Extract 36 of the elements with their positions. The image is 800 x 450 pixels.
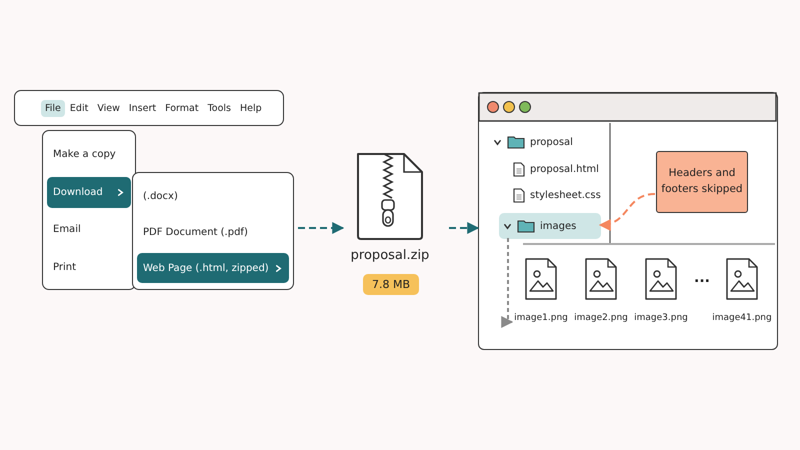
menu-item: Insert (128, 102, 158, 116)
file-name: images (540, 220, 576, 232)
file-name: image1.png (513, 313, 569, 323)
file-name: image3.png (633, 313, 689, 323)
menu-item: Download (47, 176, 131, 208)
file-name: image41.png (711, 313, 773, 323)
menu-item: Help (239, 102, 263, 116)
menu-item: (.docx) (142, 190, 179, 204)
note-text: Headers and footers skipped (661, 166, 743, 197)
menu-item: Make a copy (52, 148, 117, 162)
file-name: proposal (530, 136, 573, 148)
file-name: proposal.zip (350, 248, 430, 263)
menu-item: Print (52, 260, 78, 275)
size-badge: 7.8 MB (363, 274, 420, 295)
arrow (449, 222, 480, 234)
arrow (298, 222, 344, 234)
dashed-arrow (500, 238, 514, 328)
folder-row (499, 213, 601, 239)
ellipsis-text: ... (694, 270, 710, 286)
menu-item: PDF Document (.pdf) (142, 226, 249, 240)
app-window (478, 92, 778, 350)
menu-item: Email (52, 223, 82, 238)
menu-item: Format (164, 102, 200, 116)
menu-item: File (41, 100, 65, 116)
dropdown-menu (42, 130, 136, 290)
sticky-note (656, 151, 748, 213)
menu-item: Web Page (.html, zipped) (137, 253, 289, 283)
menu-item: Tools (206, 102, 232, 116)
file-name: image2.png (573, 313, 629, 323)
file-name: proposal.html (530, 164, 599, 174)
dashed-arrow (598, 193, 656, 230)
menu-item: Edit (68, 102, 90, 116)
menu-item: View (96, 102, 121, 116)
submenu (132, 172, 294, 290)
menu-bar (14, 90, 284, 126)
file-name: stylesheet.css (530, 190, 601, 200)
